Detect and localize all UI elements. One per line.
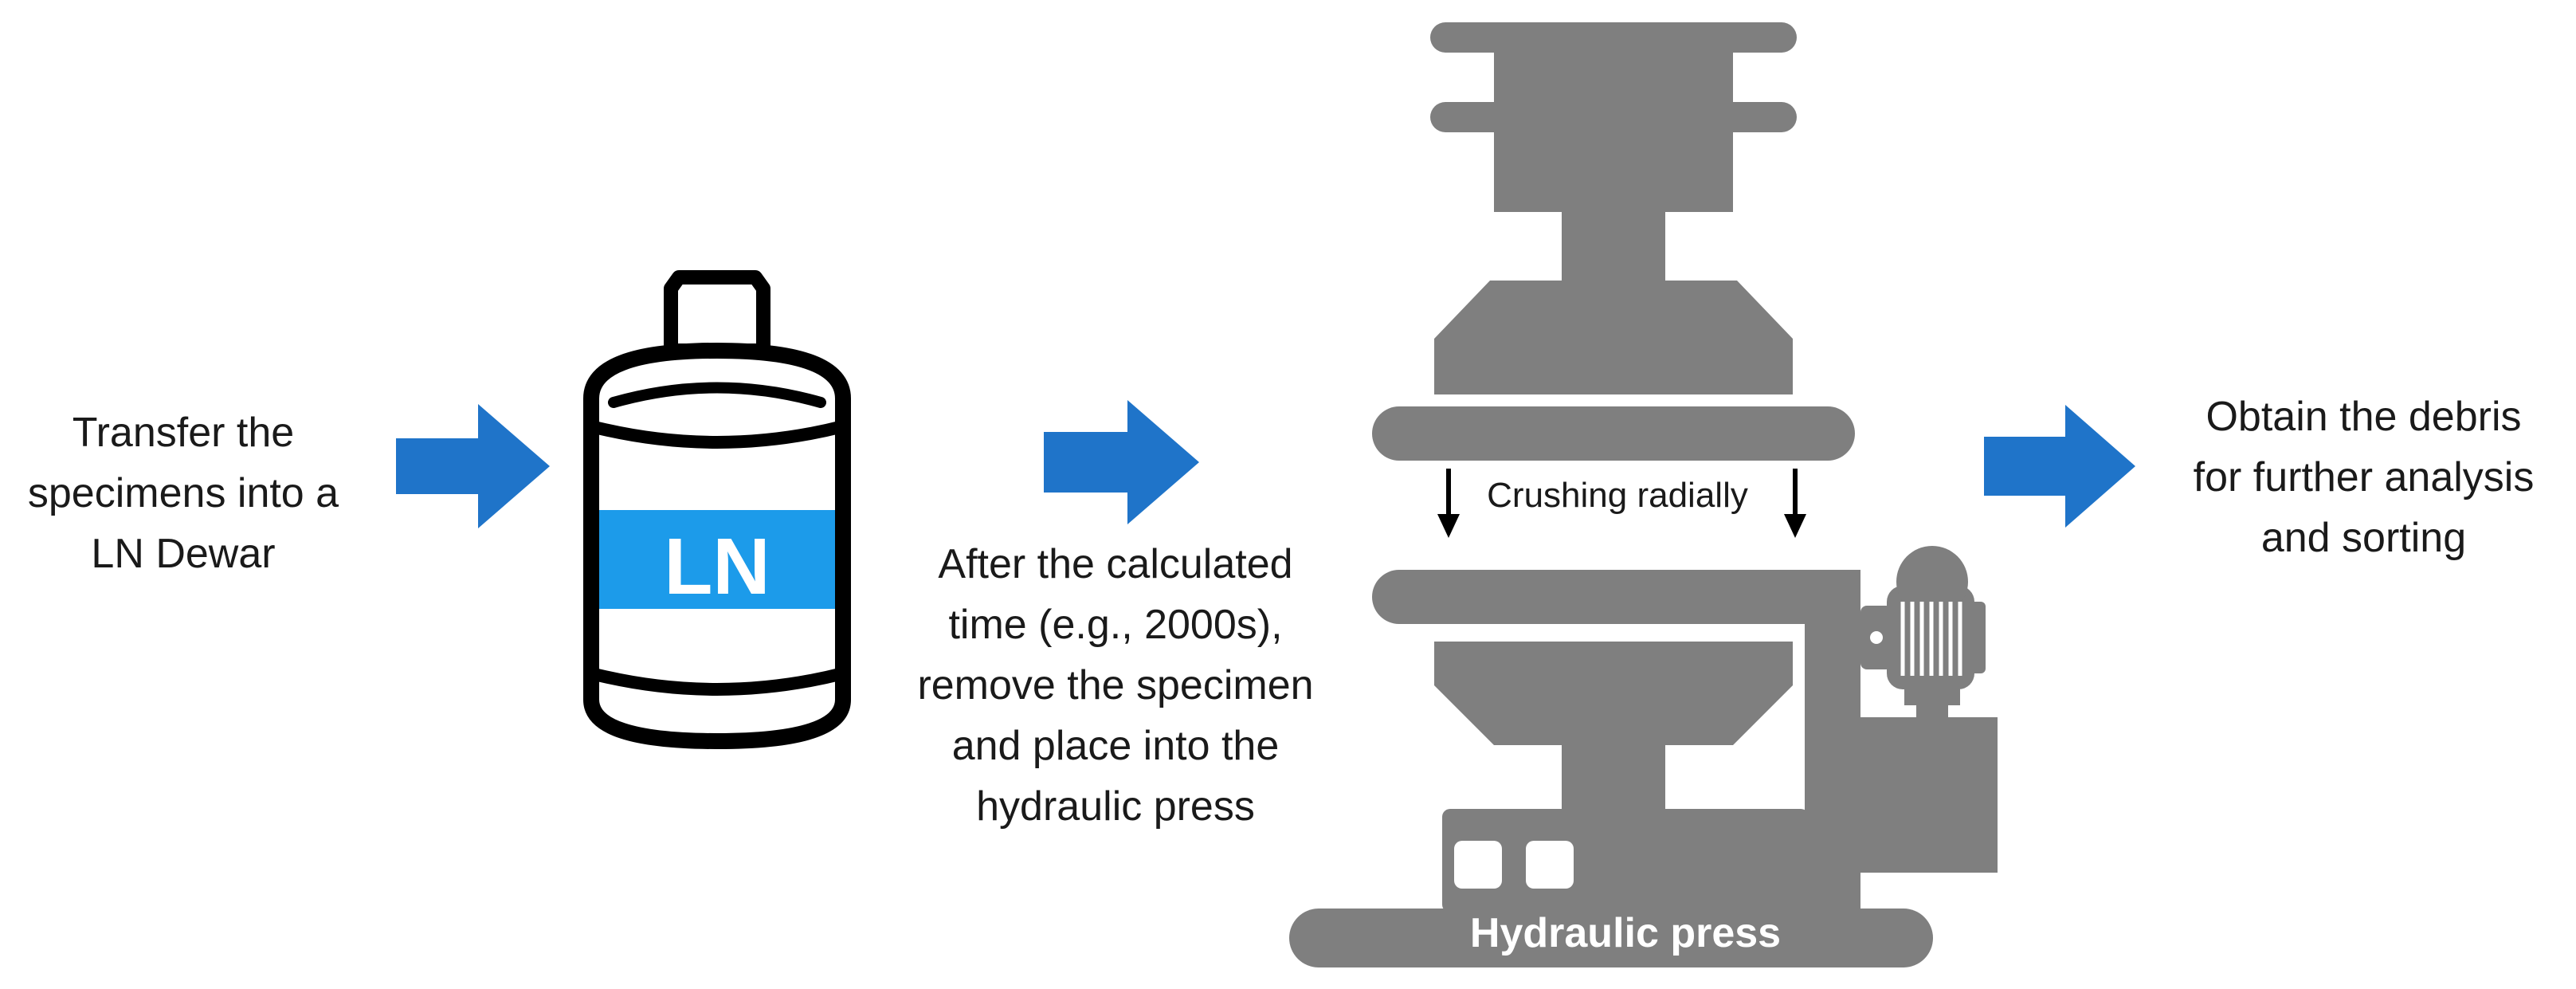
dewar-neck-line [585, 420, 849, 449]
step-3-text: Obtain the debris for further analysis a… [2151, 387, 2576, 568]
press-lower-trapezoid [1434, 642, 1793, 745]
press-upper-platen [1372, 406, 1855, 461]
press-lower-stem [1562, 745, 1665, 809]
crushing-label: Crushing radially [1487, 476, 1748, 515]
step-2-line-4: and place into the [951, 723, 1280, 769]
flow-arrow-1-icon [396, 404, 550, 528]
motor-fins [1900, 602, 1962, 676]
press-upper-trapezoid [1434, 281, 1793, 394]
step-2-line-1: After the calculated [938, 541, 1293, 587]
dewar-shoulder-line [608, 382, 826, 408]
step-2-line-5: hydraulic press [976, 783, 1255, 830]
press-side-pipe-horizontal [1789, 570, 1860, 624]
press-top-rail-2 [1430, 102, 1797, 132]
step-3-line-3: and sorting [2260, 515, 2467, 561]
step-1-line-2: specimens into a [27, 470, 339, 516]
press-upper-body [1494, 132, 1733, 212]
press-side-pipe-vertical [1805, 570, 1860, 912]
step-1-line-3: LN Dewar [91, 531, 276, 577]
press-label: Hydraulic press [1470, 910, 1781, 956]
motor-connector [1916, 701, 1948, 719]
control-box [1860, 717, 1998, 873]
press-lower-platen [1372, 570, 1855, 624]
crushing-arrow-left-icon [1437, 514, 1460, 538]
step-2-line-2: time (e.g., 2000s), [948, 602, 1283, 648]
crushing-arrows [1437, 469, 1806, 538]
hydraulic-press-icon [1289, 22, 1998, 967]
flow-arrow-2-icon [1044, 400, 1199, 524]
flow-arrow-3-icon [1984, 405, 2135, 528]
step-3-line-1: Obtain the debris [2205, 394, 2522, 440]
press-top-rail-1 [1430, 22, 1797, 53]
dewar-band [599, 510, 835, 609]
ln-dewar-icon: LN [583, 270, 851, 749]
motor-top-knob [1896, 546, 1968, 618]
dewar-label: LN [664, 522, 770, 611]
step-2-line-3: remove the specimen [917, 662, 1314, 708]
dewar-bottom-line [585, 667, 849, 696]
crushing-arrow-right-icon [1784, 514, 1806, 538]
press-upper-head [1494, 53, 1733, 102]
press-base-window-2 [1526, 841, 1574, 889]
motor-fan [1968, 602, 1986, 673]
step-1-line-1: Transfer the [72, 410, 295, 456]
step-1-text: Transfer the specimens into a LN Dewar [0, 402, 367, 584]
press-upper-stem [1562, 212, 1665, 284]
press-base-window-1 [1454, 841, 1502, 889]
press-base [1289, 909, 1933, 967]
dewar-cap [664, 270, 770, 358]
motor-bolt [1870, 631, 1883, 644]
step-2-text: After the calculated time (e.g., 2000s),… [868, 534, 1362, 837]
motor-icon [1860, 546, 1986, 705]
step-3-line-2: for further analysis [2193, 454, 2535, 500]
